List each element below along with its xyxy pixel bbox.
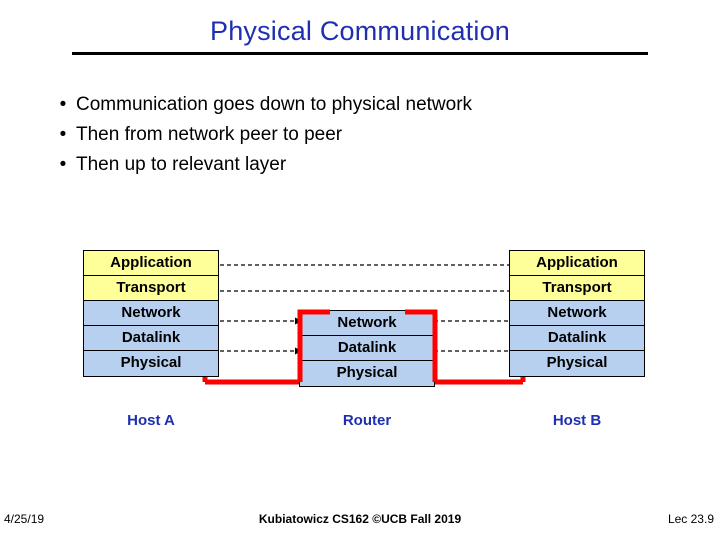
layer-network: Network [84,301,218,326]
layer-application: Application [510,251,644,276]
stack-host-a: Application Transport Network Datalink P… [83,250,219,377]
footer-date: 4/25/19 [4,512,45,526]
bullet-text: Communication goes down to physical netw… [76,94,473,115]
bullet-marker: • [59,94,67,115]
layer-physical: Physical [84,351,218,376]
footer-attribution: Kubiatowicz CS162 ©UCB Fall 2019 [258,512,462,526]
bullet-marker: • [59,154,67,175]
layer-transport: Transport [84,276,218,301]
layer-datalink: Datalink [300,336,434,361]
footer-page-number: Lec 23.9 [667,512,714,526]
bullet-text: Then from network peer to peer [76,124,343,145]
bullet-text: Then up to relevant layer [76,154,287,175]
list-item: • Then from network peer to peer [50,120,670,150]
layer-physical: Physical [300,361,434,386]
label-host-b: Host B [552,412,602,429]
layer-application: Application [84,251,218,276]
layer-datalink: Datalink [510,326,644,351]
layer-datalink: Datalink [84,326,218,351]
bullet-list: • Communication goes down to physical net… [50,90,670,180]
layer-network: Network [510,301,644,326]
stack-router: Network Datalink Physical [299,310,435,387]
bullet-marker: • [59,124,67,145]
layer-transport: Transport [510,276,644,301]
page-title: Physical Communication [209,16,511,46]
stack-host-b: Application Transport Network Datalink P… [509,250,645,377]
list-item: • Then up to relevant layer [50,150,670,180]
label-host-a: Host A [127,412,175,429]
list-item: • Communication goes down to physical net… [50,90,670,120]
label-router: Router [342,412,392,429]
layer-network: Network [300,311,434,336]
title-divider [72,52,648,55]
protocol-stack-diagram: Application Transport Network Datalink P… [0,240,720,440]
layer-physical: Physical [510,351,644,376]
